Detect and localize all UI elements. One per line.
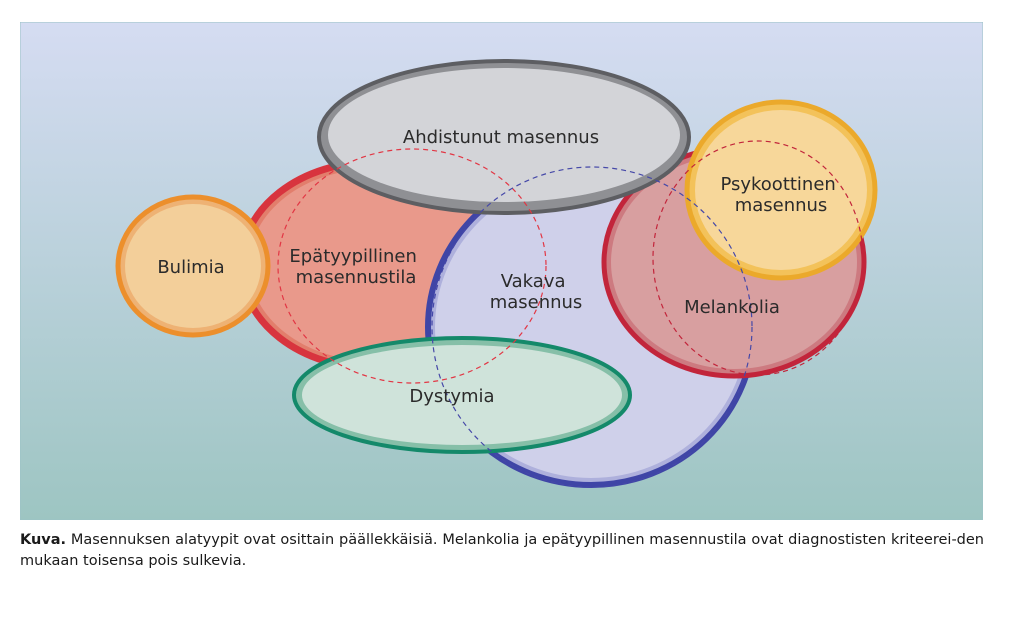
label-epatyypillinen-line1: Epätyypillinen [289, 246, 417, 267]
label-ahdistunut: Ahdistunut masennus [403, 127, 599, 148]
label-melankolia: Melankolia [684, 297, 780, 318]
dashed-outline-melankolia [652, 140, 864, 376]
ellipse-ahdistunut [317, 59, 691, 215]
label-vakava-line1: Vakava [501, 271, 566, 292]
label-epatyypillinen: Epätyypillinen masennustila [289, 246, 422, 288]
label-dystymia: Dystymia [409, 386, 494, 407]
caption-lead: Kuva. [20, 532, 67, 548]
label-psykoottinen-line2: masennus [735, 195, 828, 216]
label-psykoottinen-line1: Psykoottinen [720, 174, 835, 195]
label-epatyypillinen-line2: masennustila [296, 267, 417, 288]
label-bulimia: Bulimia [157, 257, 224, 278]
caption-text: Masennuksen alatyypit ovat osittain pääl… [20, 532, 984, 569]
ellipse-bulimia [115, 194, 271, 338]
dashed-outline-epatyypillinen [277, 148, 547, 384]
label-vakava-line2: masennus [490, 292, 583, 313]
label-vakava: Vakava masennus [490, 271, 583, 313]
label-psykoottinen: Psykoottinen masennus [720, 174, 841, 216]
ellipse-dystymia [292, 336, 632, 454]
figure-caption: Kuva. Masennuksen alatyypit ovat osittai… [20, 530, 984, 572]
ellipse-psykoottinen [684, 99, 878, 281]
venn-diagram: Ahdistunut masennus Psykoottinen masennu… [20, 22, 983, 520]
dashed-outline-vakava [431, 166, 753, 488]
